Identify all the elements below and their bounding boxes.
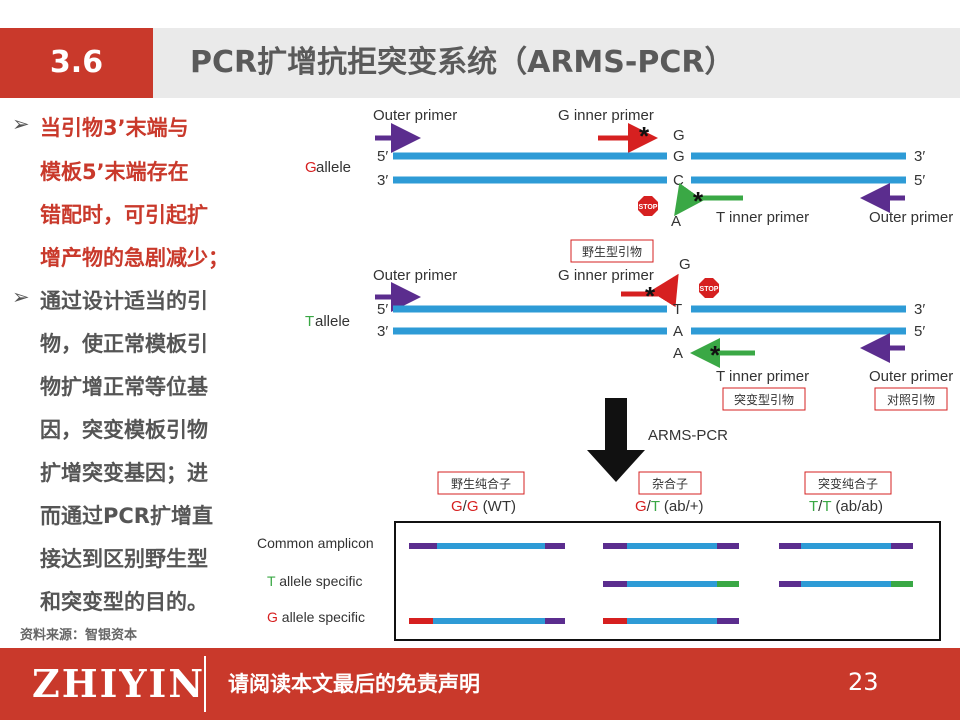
prime-label: 5′ bbox=[914, 172, 925, 189]
source-note: 资料来源：智银资本 bbox=[20, 628, 138, 643]
g-inner-primer-label: G inner primer bbox=[558, 267, 654, 284]
strand-base: G bbox=[673, 148, 685, 165]
genotype-label: G/G (WT) bbox=[451, 498, 516, 515]
wild-primer-tag bbox=[570, 239, 654, 263]
genotype-tag-label: 杂合子 bbox=[652, 476, 688, 491]
page-title: PCR扩增抗拒突变系统（ARMS-PCR） bbox=[190, 45, 735, 80]
genotype-tag bbox=[638, 471, 702, 495]
outer-primer-label: Outer primer bbox=[373, 267, 457, 284]
stop-sign-icon bbox=[699, 278, 719, 298]
page-number: 23 bbox=[848, 668, 879, 696]
footer-bar bbox=[0, 648, 960, 720]
outer-primer-label: Outer primer bbox=[373, 107, 457, 124]
genotype-tag bbox=[804, 471, 892, 495]
prime-label: 3′ bbox=[914, 301, 925, 318]
prime-label: 3′ bbox=[377, 323, 388, 340]
gel-row-label: G allele specific bbox=[267, 609, 365, 625]
stop-label: STOP bbox=[700, 286, 719, 293]
arms-pcr-diagram: Outer primer G inner primer * G G allele… bbox=[257, 107, 953, 641]
amplicon-band bbox=[603, 543, 739, 549]
inner-primer-base: G bbox=[673, 127, 685, 144]
strand-base: C bbox=[673, 172, 684, 189]
bullet-marker: ➢ bbox=[12, 112, 30, 136]
t-inner-base: A bbox=[671, 213, 681, 230]
mutant-primer-tag bbox=[722, 387, 806, 411]
t-allele-section: Outer primer G inner primer G * STOP T a… bbox=[305, 256, 953, 385]
header-bar bbox=[0, 28, 960, 98]
bullet2-line: 接达到区别野生型 bbox=[40, 547, 208, 571]
bullet2-line: 物扩增正常等位基 bbox=[40, 375, 208, 399]
allele-word: allele bbox=[315, 313, 350, 330]
left-text-panel bbox=[0, 100, 253, 650]
prime-label: 5′ bbox=[914, 323, 925, 340]
bullet2-line: 扩增突变基因；进 bbox=[40, 461, 208, 485]
wild-primer-tag-label: 野生型引物 bbox=[582, 245, 642, 259]
prime-label: 3′ bbox=[914, 148, 925, 165]
t-inner-primer-label: T inner primer bbox=[716, 368, 809, 385]
g-inner-primer-arrow-tip bbox=[650, 273, 679, 308]
g-specific-band bbox=[409, 618, 565, 624]
t-specific-band bbox=[603, 581, 739, 587]
bullet-marker: ➢ bbox=[12, 285, 30, 309]
bullet2-line: 因，突变模板引物 bbox=[40, 418, 208, 442]
t-inner-primer-arrow-tip bbox=[674, 182, 704, 217]
stop-sign-icon bbox=[638, 196, 658, 216]
control-primer-tag-label: 对照引物 bbox=[887, 393, 935, 407]
mismatch-asterisk: * bbox=[693, 186, 704, 216]
genotype-label: G/T (ab/+) bbox=[635, 498, 704, 515]
mismatch-asterisk: * bbox=[645, 281, 656, 311]
bullet1-line: 模板5’末端存在 bbox=[40, 160, 189, 184]
mismatch-asterisk: * bbox=[710, 340, 721, 370]
strand-base: T bbox=[673, 301, 682, 318]
strand-base: A bbox=[673, 323, 683, 340]
gel-row-label: T allele specific bbox=[267, 573, 362, 589]
g-allele-section: Outer primer G inner primer * G G allele… bbox=[305, 107, 953, 230]
genotype-label: T/T (ab/ab) bbox=[809, 498, 883, 515]
genotype-tag bbox=[437, 471, 525, 495]
inner-primer-base: G bbox=[679, 256, 691, 273]
gel-row-label: Common amplicon bbox=[257, 535, 374, 551]
footer-divider bbox=[204, 656, 206, 712]
outer-primer-label: Outer primer bbox=[869, 368, 953, 385]
allele-word: allele bbox=[316, 159, 351, 176]
arms-pcr-label: ARMS-PCR bbox=[648, 427, 728, 444]
prime-label: 5′ bbox=[377, 301, 388, 318]
amplicon-band bbox=[779, 543, 913, 549]
allele-letter: G bbox=[305, 159, 317, 176]
t-specific-band bbox=[779, 581, 913, 587]
down-arrow-icon bbox=[587, 398, 645, 482]
genotype-tag-label: 突变纯合子 bbox=[818, 476, 878, 491]
stop-label: STOP bbox=[639, 204, 658, 211]
bullet2-line: 物，使正常模板引 bbox=[40, 332, 208, 356]
gel-box bbox=[394, 521, 941, 641]
allele-letter: T bbox=[305, 313, 314, 330]
bullet2-line: 而通过PCR扩增直 bbox=[40, 504, 213, 528]
bullet2-line: 和突变型的目的。 bbox=[40, 590, 208, 614]
prime-label: 3′ bbox=[377, 172, 388, 189]
arms-pcr-figure: Outer primer G inner primer * G G allele… bbox=[253, 100, 960, 645]
g-specific-band bbox=[603, 618, 739, 624]
bullet1-line: 错配时，可引起扩 bbox=[40, 203, 208, 227]
genotype-tag-label: 野生纯合子 bbox=[451, 476, 511, 491]
amplicon-band bbox=[409, 543, 565, 549]
t-inner-base: A bbox=[673, 345, 683, 362]
control-primer-tag bbox=[874, 387, 948, 411]
mutant-primer-tag-label: 突变型引物 bbox=[734, 392, 794, 407]
mismatch-asterisk: * bbox=[639, 121, 650, 151]
prime-label: 5′ bbox=[377, 148, 388, 165]
zhiyin-logo: ZHIYIN bbox=[32, 661, 206, 706]
bullet2-line: 通过设计适当的引 bbox=[40, 289, 208, 313]
bullet1-line: 增产物的急剧减少； bbox=[40, 246, 229, 270]
section-number: 3.6 bbox=[0, 28, 153, 98]
outer-primer-label: Outer primer bbox=[869, 209, 953, 226]
g-inner-primer-label: G inner primer bbox=[558, 107, 654, 124]
disclaimer-text: 请阅读本文最后的免责声明 bbox=[228, 672, 480, 696]
bullet1-line: 当引物3’末端与 bbox=[40, 116, 189, 140]
t-inner-primer-label: T inner primer bbox=[716, 209, 809, 226]
